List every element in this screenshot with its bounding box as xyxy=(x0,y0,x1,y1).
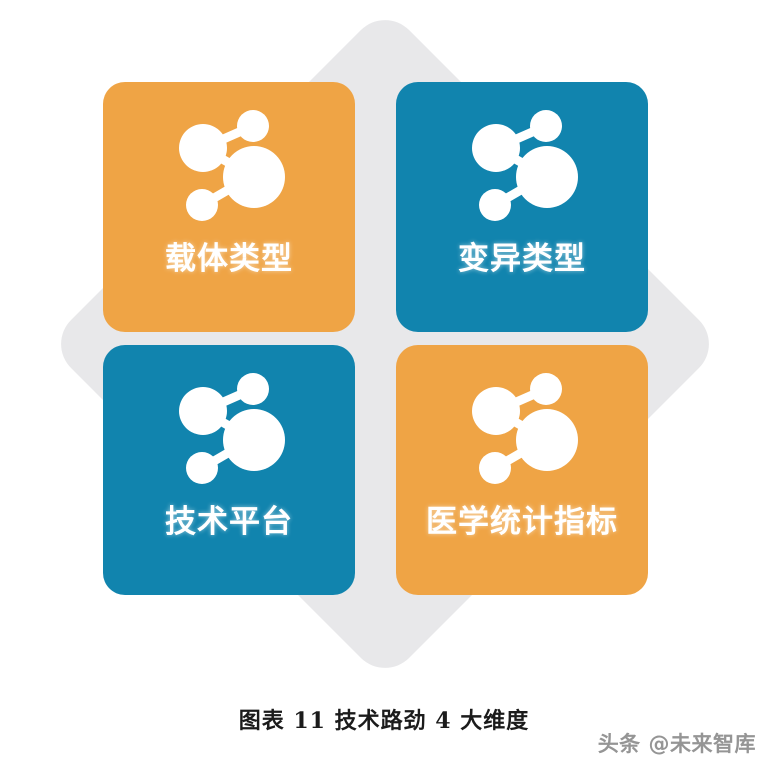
card-label: 变异类型 xyxy=(458,241,586,277)
molecule-network-icon xyxy=(178,373,285,484)
card-medical-statistics-index[interactable]: 医学统计指标 xyxy=(396,345,648,595)
card-carrier-type[interactable]: 载体类型 xyxy=(103,82,355,332)
molecule-network-icon xyxy=(178,110,285,221)
dimension-card-grid: 载体类型 变异类型 xyxy=(103,82,648,595)
card-technology-platform[interactable]: 技术平台 xyxy=(103,345,355,595)
watermark: 头条 @未来智库 xyxy=(597,732,756,756)
card-label: 医学统计指标 xyxy=(426,504,618,540)
card-label: 技术平台 xyxy=(165,504,293,540)
molecule-network-icon xyxy=(471,373,578,484)
card-variation-type[interactable]: 变异类型 xyxy=(396,82,648,332)
card-label: 载体类型 xyxy=(165,241,293,277)
molecule-network-icon xyxy=(471,110,578,221)
figure-caption: 图表 11 技术路劲 4 大维度 xyxy=(238,708,530,734)
